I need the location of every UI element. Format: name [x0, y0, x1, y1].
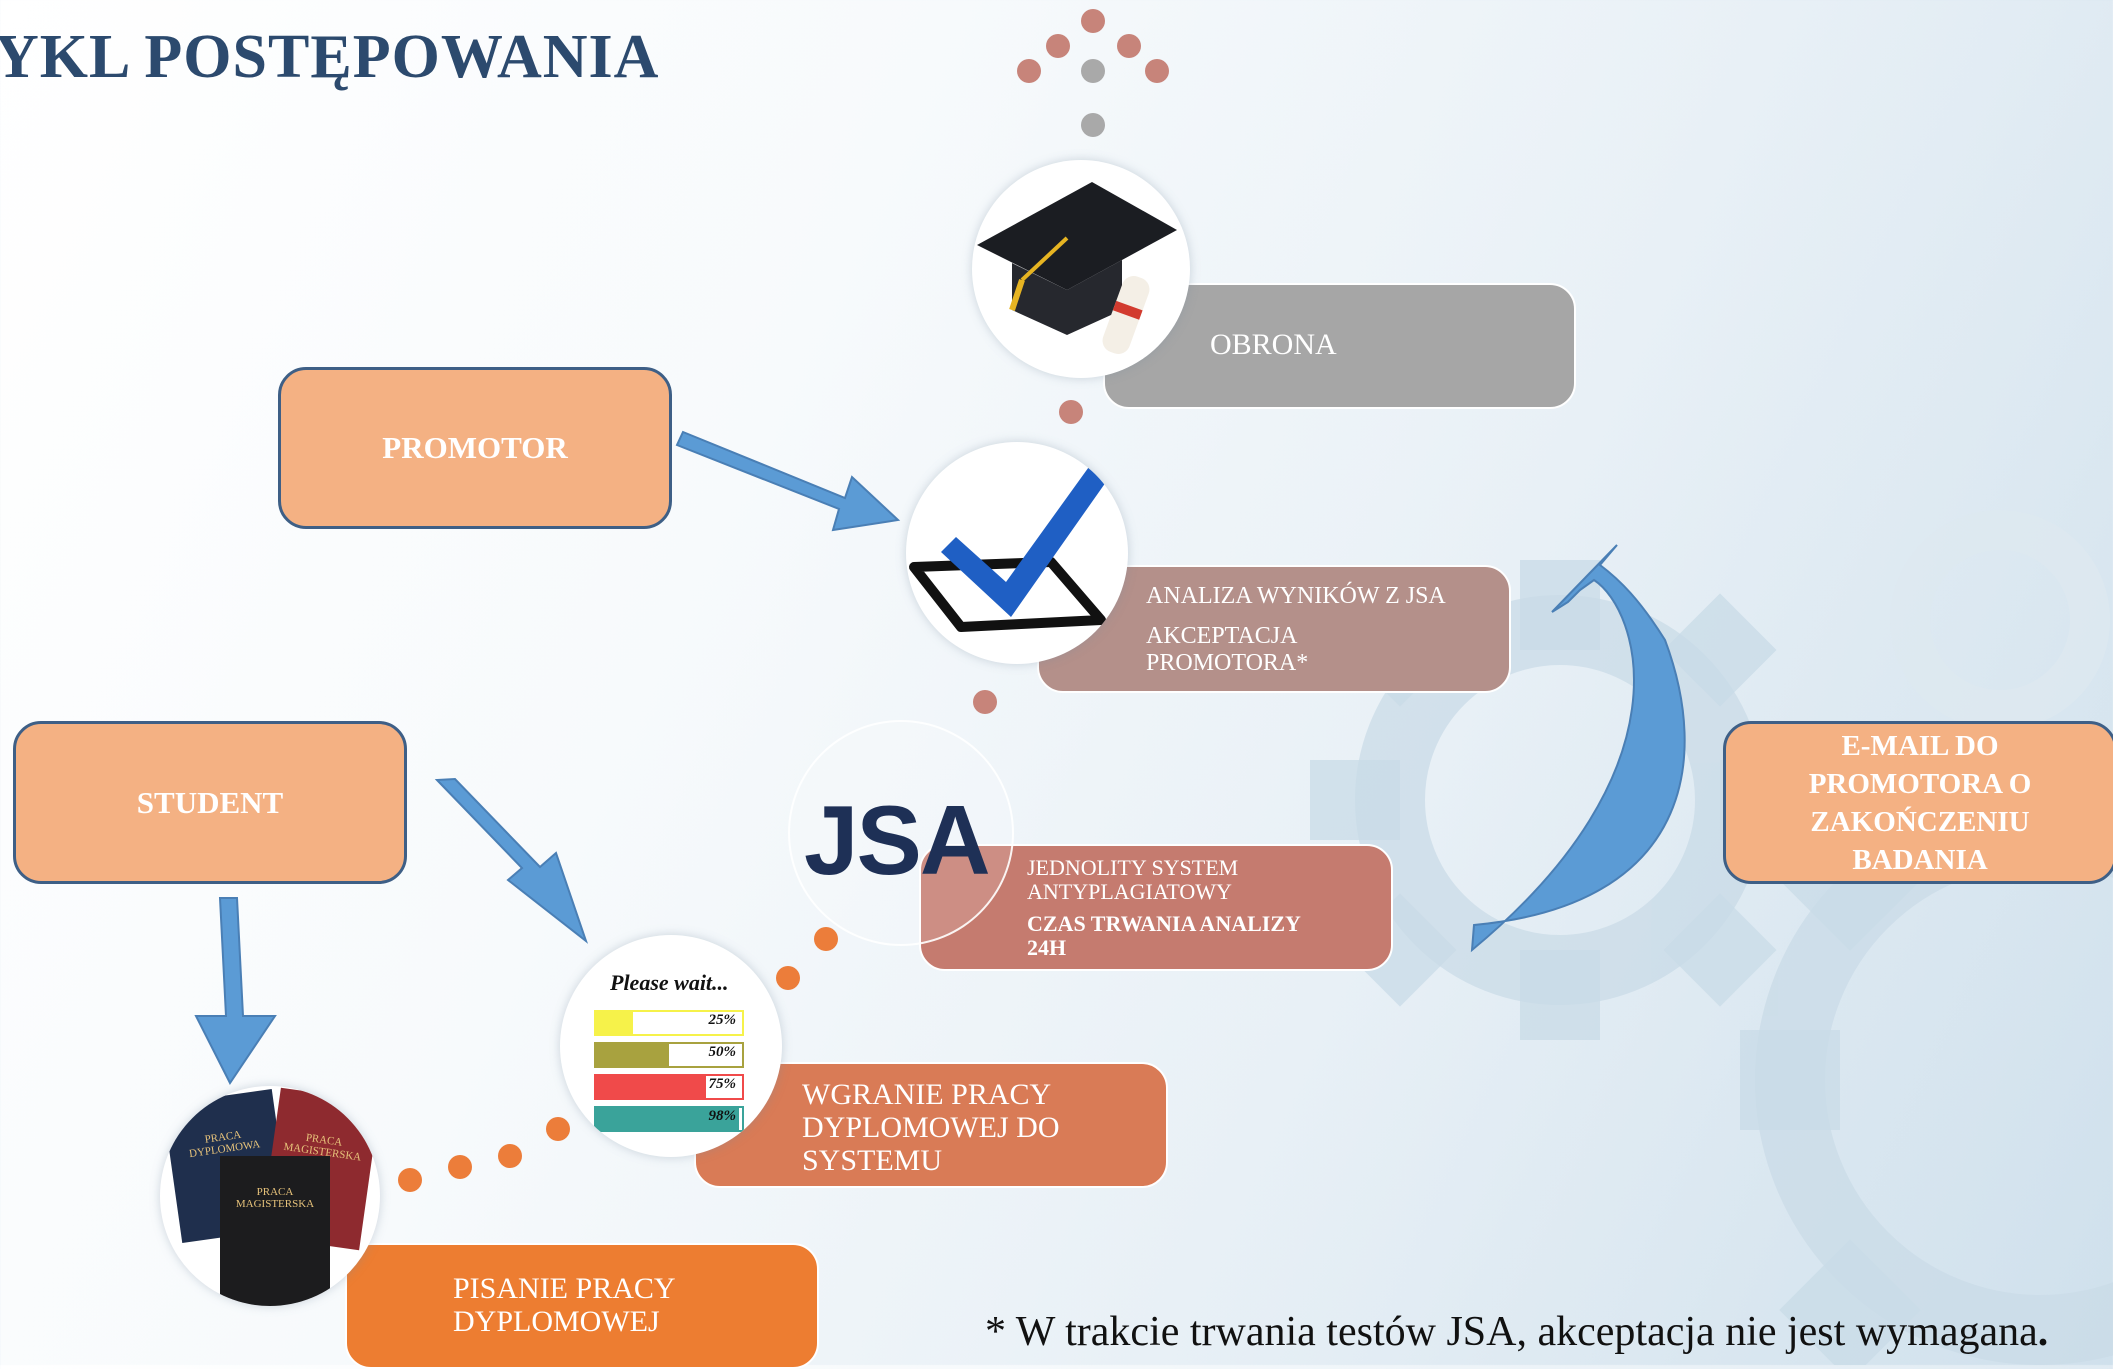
actor-promotor: PROMOTOR: [278, 367, 672, 529]
step-obrona-label: OBRONA: [1210, 328, 1337, 361]
arrow-curved-return: [1470, 544, 1686, 953]
jsa-logo: JSA: [788, 720, 1014, 946]
step-jsa-system-line1: JEDNOLITY SYSTEM: [1027, 855, 1239, 880]
step-analiza-acceptance-line2: PROMOTORA*: [1146, 650, 1309, 676]
progress-bar-fill: [596, 1108, 740, 1130]
step-jsa-system-line2: ANTYPLAGIATOWY: [1027, 879, 1232, 904]
progress-bar: 75%: [594, 1074, 744, 1100]
footnote-end: .: [2037, 1309, 2049, 1355]
step-jsa-duration-line1: CZAS TRWANIA ANALIZY: [1027, 911, 1301, 936]
step-analiza-acceptance-line1: AKCEPTACJA: [1146, 623, 1298, 649]
upload-progress-icon: Please wait... 25% 50% 75% 98%: [560, 935, 782, 1157]
step-pisanie-line2: DYPLOMOWEJ: [453, 1305, 660, 1338]
arrow-student-to-pisanie: [194, 897, 277, 1085]
book3-label-line2: MAGISTERSKA: [235, 1198, 315, 1210]
step-analiza-title: ANALIZA WYNIKÓW Z JSA: [1146, 583, 1446, 609]
footnote: * W trakcie trwania testów JSA, akceptac…: [985, 1308, 2048, 1356]
actor-email-line2: PROMOTORA O: [1808, 767, 2032, 800]
progress-bar-fill: [596, 1076, 706, 1098]
step-wgranie-line2: DYPLOMOWEJ DO: [802, 1111, 1060, 1144]
thesis-books-icon: PRACA DYPLOMOWA PRACA MAGISTERSKA PRACA …: [160, 1086, 380, 1306]
footnote-text: * W trakcie trwania testów JSA, akceptac…: [985, 1309, 2038, 1355]
step-jsa-duration-line2: 24H: [1027, 935, 1067, 960]
step-pisanie-line1: PISANIE PRACY: [453, 1272, 676, 1305]
actor-email: E-MAIL DO PROMOTORA O ZAKOŃCZENIU BADANI…: [1723, 721, 2113, 884]
actor-email-line4: BADANIA: [1852, 843, 1988, 876]
step-wgranie-line3: SYSTEMU: [802, 1144, 943, 1177]
actor-promotor-label: PROMOTOR: [382, 430, 568, 465]
progress-bar-label: 25%: [708, 1012, 737, 1028]
step-wgranie-box: WGRANIE PRACY DYPLOMOWEJ DO SYSTEMU: [694, 1062, 1168, 1188]
actor-student-label: STUDENT: [136, 784, 284, 820]
actor-student: STUDENT: [13, 721, 407, 884]
step-jsa-box: JEDNOLITY SYSTEM ANTYPLAGIATOWY CZAS TRW…: [919, 844, 1393, 971]
arrow-promotor-to-analiza: [675, 430, 901, 532]
actor-email-line3: ZAKOŃCZENIU: [1810, 805, 2030, 838]
progress-bar-label: 98%: [708, 1108, 737, 1124]
checkmark-icon: [906, 442, 1128, 664]
progress-bar-fill: [596, 1012, 633, 1034]
progress-bar-label: 75%: [708, 1076, 737, 1092]
step-pisanie-box: PISANIE PRACY DYPLOMOWEJ: [345, 1243, 819, 1369]
progress-bar-fill: [596, 1044, 669, 1066]
book3-label-line1: PRACA: [256, 1186, 294, 1198]
progress-bar: 50%: [594, 1042, 744, 1068]
progress-bar: 98%: [594, 1106, 744, 1132]
page-title: YKL POSTĘPOWANIA: [0, 23, 660, 91]
actor-email-line1: E-MAIL DO: [1841, 729, 1999, 762]
arrow-student-to-wgranie: [434, 777, 589, 944]
progress-heading: Please wait...: [610, 970, 729, 995]
step-wgranie-line1: WGRANIE PRACY: [802, 1078, 1052, 1111]
progress-bar-label: 50%: [708, 1044, 737, 1060]
graduation-cap-icon: [972, 160, 1190, 378]
jsa-logo-text: JSA: [804, 785, 991, 895]
progress-bar: 25%: [594, 1010, 744, 1036]
